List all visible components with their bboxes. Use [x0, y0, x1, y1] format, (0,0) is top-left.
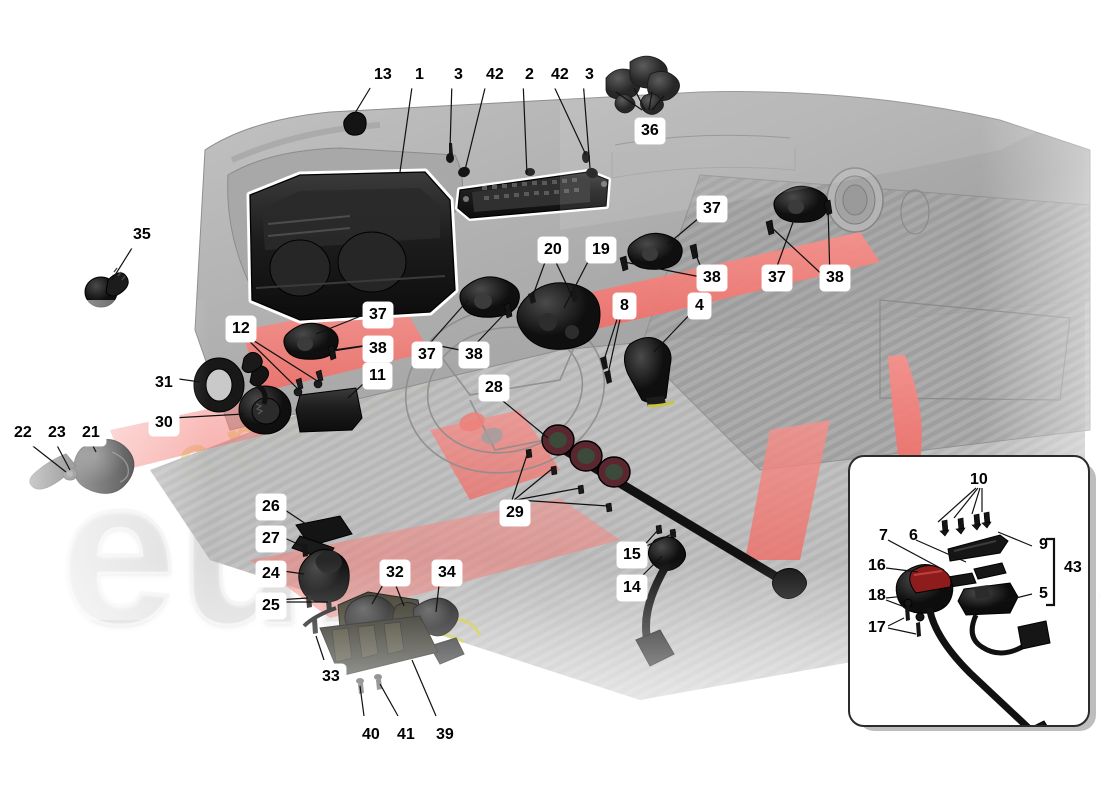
- callout-8[interactable]: 8: [613, 293, 636, 319]
- callout-37-right-b[interactable]: 37: [762, 265, 792, 291]
- callout-13[interactable]: 13: [368, 62, 398, 88]
- callout-25[interactable]: 25: [256, 593, 286, 619]
- callout-6[interactable]: 6: [909, 527, 918, 544]
- callout-38-right-a[interactable]: 38: [697, 265, 727, 291]
- callout-40[interactable]: 40: [356, 722, 386, 748]
- callout-42-b[interactable]: 42: [545, 62, 575, 88]
- callout-32[interactable]: 32: [380, 560, 410, 586]
- callout-17[interactable]: 17: [868, 619, 886, 636]
- callout-27[interactable]: 27: [256, 526, 286, 552]
- callout-19[interactable]: 19: [586, 237, 616, 263]
- callout-29[interactable]: 29: [500, 500, 530, 526]
- callout-26[interactable]: 26: [256, 494, 286, 520]
- callout-11[interactable]: 11: [363, 363, 392, 389]
- callout-18[interactable]: 18: [868, 587, 886, 604]
- callout-38-left-b[interactable]: 38: [459, 342, 489, 368]
- callout-39[interactable]: 39: [430, 722, 460, 748]
- callout-37-left-b[interactable]: 37: [412, 342, 442, 368]
- callout-7[interactable]: 7: [879, 527, 888, 544]
- callout-36[interactable]: 36: [635, 118, 665, 144]
- callout-42-a[interactable]: 42: [480, 62, 510, 88]
- callout-21[interactable]: 21: [76, 420, 106, 446]
- callout-3-b[interactable]: 3: [578, 62, 601, 88]
- callout-41[interactable]: 41: [391, 722, 421, 748]
- callout-5[interactable]: 5: [1039, 585, 1048, 602]
- watermark-tagline-text: a passion for parts since 1985: [167, 114, 1019, 497]
- callout-20[interactable]: 20: [538, 237, 568, 263]
- callout-30[interactable]: 30: [149, 410, 179, 436]
- callout-38-right-b[interactable]: 38: [820, 265, 850, 291]
- callout-22[interactable]: 22: [8, 420, 38, 446]
- callout-37-left-a[interactable]: 37: [363, 302, 393, 328]
- callout-10[interactable]: 10: [970, 471, 988, 488]
- callout-12[interactable]: 12: [226, 316, 256, 342]
- callout-33[interactable]: 33: [316, 664, 346, 690]
- callout-38-left-a[interactable]: 38: [363, 336, 393, 362]
- callout-31[interactable]: 31: [149, 370, 179, 396]
- callout-35[interactable]: 35: [127, 222, 157, 248]
- callout-23[interactable]: 23: [42, 420, 72, 446]
- callout-24[interactable]: 24: [256, 561, 286, 587]
- callout-16[interactable]: 16: [868, 557, 886, 574]
- callout-14[interactable]: 14: [617, 575, 647, 601]
- callout-43[interactable]: 43: [1064, 559, 1082, 576]
- callout-4[interactable]: 4: [688, 293, 711, 319]
- callout-1[interactable]: 1: [408, 62, 431, 88]
- callout-2[interactable]: 2: [518, 62, 541, 88]
- callout-9[interactable]: 9: [1039, 536, 1048, 553]
- callout-37-right-a[interactable]: 37: [697, 196, 727, 222]
- callout-15[interactable]: 15: [617, 542, 647, 568]
- callout-28[interactable]: 28: [479, 375, 509, 401]
- callout-34[interactable]: 34: [432, 560, 462, 586]
- callout-3-a[interactable]: 3: [447, 62, 470, 88]
